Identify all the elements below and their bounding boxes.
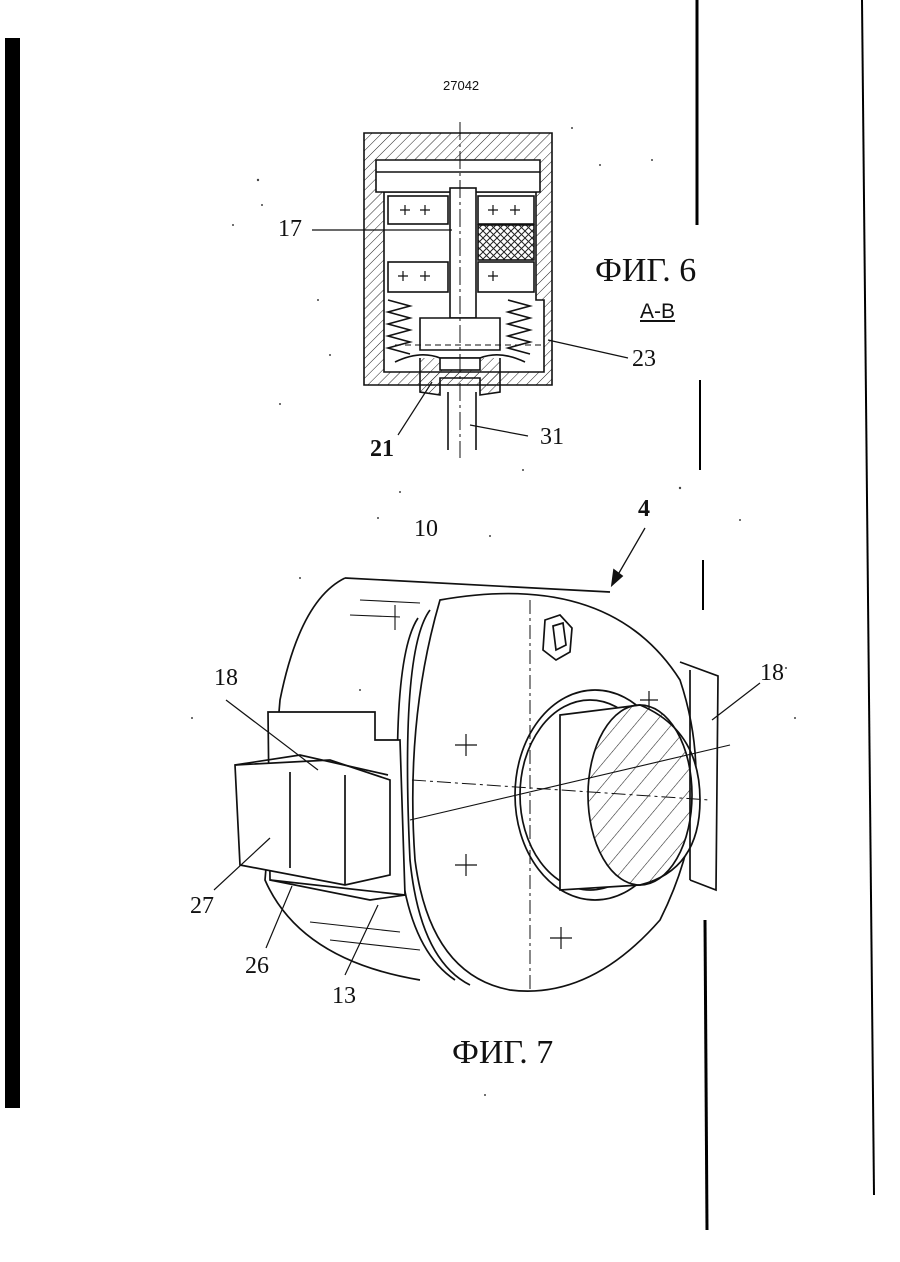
- right-edge-line-1d: [705, 920, 707, 1230]
- ref-26: 26: [245, 953, 269, 980]
- ref-27: 27: [190, 893, 214, 920]
- page-number: 27042: [443, 78, 479, 93]
- ref-23: 23: [632, 346, 656, 373]
- ref-21: 21: [370, 436, 394, 463]
- ref-18-right: 18: [760, 660, 784, 687]
- ref-4: 4: [638, 496, 650, 523]
- figure-6-caption: ФИГ. 6: [595, 252, 696, 290]
- ref-13: 13: [332, 983, 356, 1010]
- figure-7-perspective-drawing: [214, 528, 760, 991]
- ref-31: 31: [540, 424, 564, 451]
- left-edge-bar: [5, 38, 20, 1108]
- figure-6-section-drawing: [312, 122, 628, 458]
- ref-18-left: 18: [214, 665, 238, 692]
- figure-7-caption: ФИГ. 7: [452, 1034, 553, 1072]
- ref-17: 17: [278, 216, 302, 243]
- ref-10: 10: [414, 516, 438, 543]
- right-edge-line-2: [862, 0, 874, 1195]
- figure-6-section-label: А-В: [640, 300, 675, 324]
